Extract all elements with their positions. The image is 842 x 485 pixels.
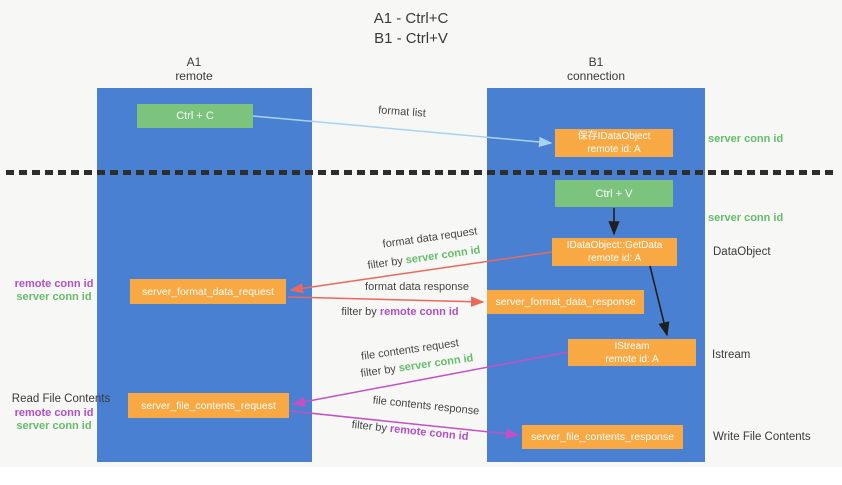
filter-key-remote-conn-id: remote conn id (389, 422, 469, 444)
node-getdata: IDataObject::GetData remote id: A (552, 238, 677, 266)
annotation-server-conn-id-left-top: server conn id (16, 291, 92, 303)
annotation-read-file-contents: Read File Contents (11, 393, 111, 405)
lane-header-b1: B1 connection (487, 55, 705, 83)
diagram-title: A1 - Ctrl+C B1 - Ctrl+V (291, 9, 531, 49)
node-getdata-line1: IDataObject::GetData (566, 240, 663, 251)
node-server-file-contents-request: server_file_contents_request (128, 393, 289, 418)
node-server-format-data-request: server_format_data_request (130, 279, 286, 304)
node-ctrl-c: Ctrl + C (137, 104, 253, 128)
annotation-server-conn-id-mid: server conn id (708, 212, 784, 224)
label-file-contents-response: file contents response (372, 394, 480, 418)
filter-by-text: filter by (351, 418, 388, 435)
node-save-idataobject: 保存IDataObject remote id: A (555, 129, 673, 157)
node-istream-line1: IStream (614, 340, 650, 352)
node-server-format-data-request-label: server_format_data_request (142, 285, 274, 298)
node-server-file-contents-request-label: server_file_contents_request (141, 399, 276, 412)
node-istream-line2: remote id: A (605, 353, 659, 365)
lane-b1-name: B1 (588, 55, 604, 69)
annotation-istream: Istream (712, 349, 751, 361)
node-ctrl-v: Ctrl + V (555, 180, 673, 207)
node-istream: IStream remote id: A (568, 339, 696, 366)
bottom-strip (0, 467, 842, 485)
annotation-remote-conn-id-top: remote conn id (14, 278, 94, 290)
filter-by-text: filter by (366, 255, 404, 272)
title-line-2: B1 - Ctrl+V (374, 30, 448, 47)
filter-by-text: filter by (359, 363, 397, 380)
label-format-list: format list (377, 104, 427, 120)
label-format-data-response: format data response (365, 281, 469, 293)
annotation-write-file-contents: Write File Contents (713, 431, 811, 443)
lane-a1-name: A1 (186, 55, 202, 69)
filter-by-text: filter by (341, 306, 377, 318)
title-line-1: A1 - Ctrl+C (373, 10, 449, 27)
annotation-remote-conn-id-bottom: remote conn id (14, 407, 94, 419)
dotted-separator (6, 170, 836, 175)
arrow-format-data-response (287, 296, 485, 307)
filter-key-server-conn-id: server conn id (404, 244, 482, 267)
filter-key-remote-conn-id: remote conn id (379, 306, 459, 318)
node-server-file-contents-response-label: server_file_contents_response (530, 431, 674, 443)
lane-header-a1: A1 remote (94, 55, 294, 83)
annotation-server-conn-id-left-bottom: server conn id (16, 420, 92, 432)
node-getdata-line2: remote id: A (587, 253, 642, 264)
node-server-file-contents-response: server_file_contents_response (522, 425, 683, 449)
annotation-dataobject: DataObject (713, 246, 771, 258)
node-server-format-data-response: server_format_data_response (487, 290, 644, 314)
node-ctrl-c-label: Ctrl + C (176, 110, 214, 122)
lane-a1-sub: remote (175, 69, 213, 83)
annotation-left-bottom-pair: remote conn id server conn id (0, 407, 108, 433)
lane-b1-sub: connection (566, 69, 626, 83)
annotation-server-conn-id-top: server conn id (708, 133, 784, 145)
node-save-idataobject-line1: 保存IDataObject (577, 131, 651, 142)
node-ctrl-v-label: Ctrl + V (595, 187, 633, 200)
annotation-left-top-pair: remote conn id server conn id (0, 278, 108, 304)
node-save-idataobject-line2: remote id: A (587, 144, 641, 155)
node-server-format-data-response-label: server_format_data_response (495, 296, 636, 308)
